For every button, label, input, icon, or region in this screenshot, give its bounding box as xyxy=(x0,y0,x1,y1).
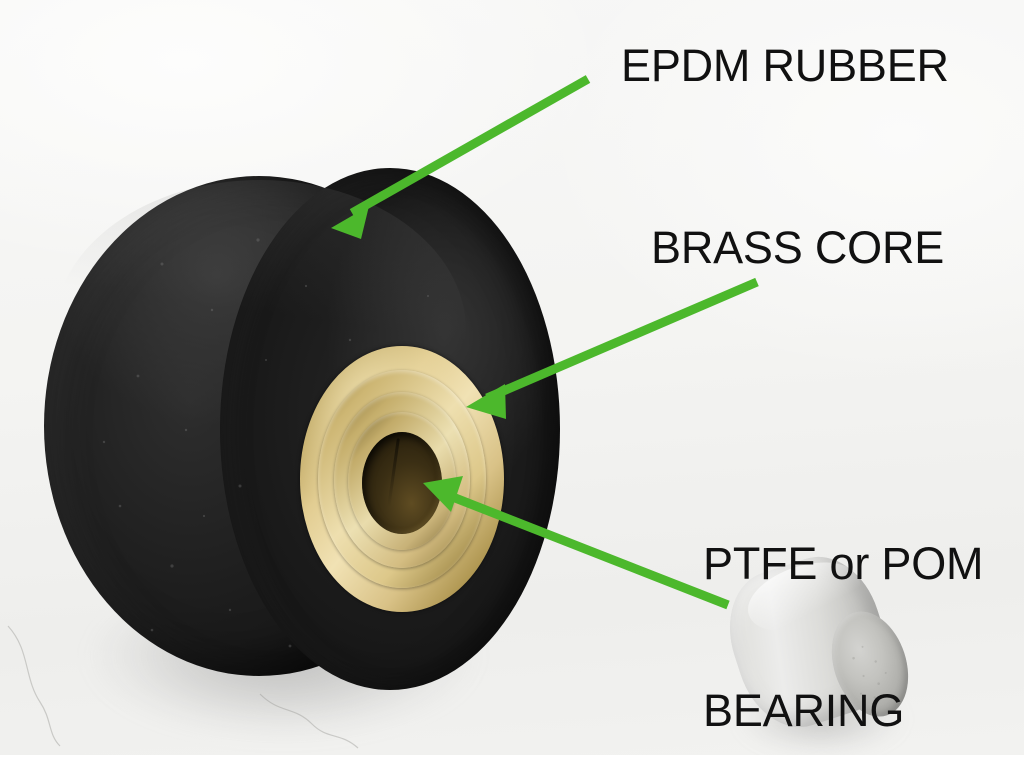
label-epdm-rubber: EPDM RUBBER xyxy=(621,40,949,91)
label-brass-core: BRASS CORE xyxy=(651,222,945,273)
bearing-face-speckles xyxy=(852,645,887,699)
label-ptfe-pom-bearing-line1: PTFE or POM xyxy=(703,538,984,589)
backdrop-hair-left xyxy=(0,598,190,748)
brass-centre-bore xyxy=(362,432,442,534)
brass-core xyxy=(300,346,504,612)
label-ptfe-pom-bearing: PTFE or POM BEARING xyxy=(703,441,984,774)
label-ptfe-pom-bearing-line2: BEARING xyxy=(703,685,905,736)
epdm-rubber-wheel xyxy=(44,168,560,690)
ptfe-pom-bearing xyxy=(712,542,921,742)
bottom-white-border xyxy=(0,755,1024,774)
backdrop-hair-right xyxy=(258,690,408,755)
